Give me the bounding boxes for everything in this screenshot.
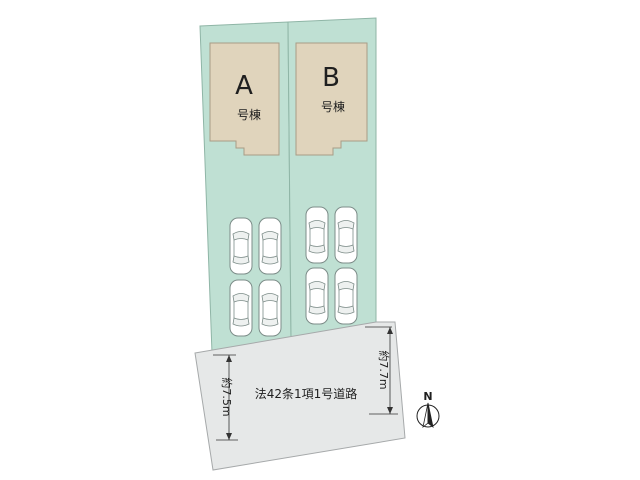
car-icon xyxy=(334,206,358,264)
car-icon xyxy=(305,267,329,325)
road-label: 法42条1項1号道路 xyxy=(255,386,358,401)
house-a-label: 号棟 xyxy=(237,107,261,122)
car-icon xyxy=(229,279,253,337)
car-icon xyxy=(258,279,282,337)
road-width-left-dimension: 約7.5m xyxy=(213,354,238,441)
house-b-label: 号棟 xyxy=(321,99,345,114)
parking-spaces xyxy=(229,206,358,337)
house-b-letter: B xyxy=(322,63,340,93)
car-icon xyxy=(334,267,358,325)
house-a-footprint xyxy=(209,42,280,156)
north-label: N xyxy=(423,390,432,403)
car-icon xyxy=(258,217,282,275)
north-arrow: N xyxy=(416,390,440,429)
road-width-right: 約7.7m xyxy=(377,350,391,389)
house-b-footprint xyxy=(295,42,368,156)
road xyxy=(194,321,406,471)
car-icon xyxy=(229,217,253,275)
house-a-letter: A xyxy=(235,71,253,101)
road-width-left: 約7.5m xyxy=(220,377,234,416)
road-width-right-dimension: 約7.7m xyxy=(365,326,398,415)
car-icon xyxy=(305,206,329,264)
